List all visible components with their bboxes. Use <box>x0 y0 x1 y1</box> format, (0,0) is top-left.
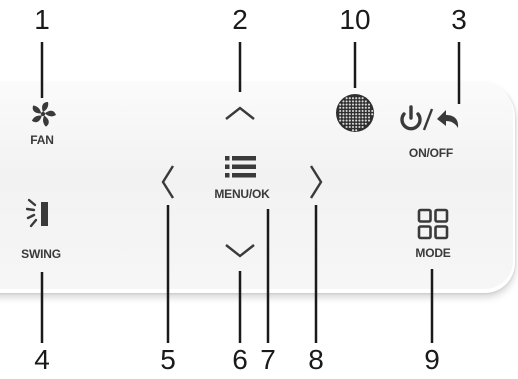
menu-icon <box>225 156 256 178</box>
power-button[interactable]: ON/OFF <box>394 104 478 166</box>
right-chevron-icon <box>309 165 323 199</box>
menu-ok-label: MENU/OK <box>214 187 270 201</box>
down-chevron-icon <box>225 244 255 258</box>
swing-icon <box>26 198 48 228</box>
callout-3: 3 <box>451 4 467 35</box>
callout-10: 10 <box>339 4 371 35</box>
menu-ok-button[interactable]: MENU/OK <box>196 152 288 208</box>
mode-icon <box>417 208 449 240</box>
callout-2: 2 <box>232 4 248 35</box>
fan-label: FAN <box>30 133 54 147</box>
remote-panel <box>0 81 513 289</box>
mode-button[interactable]: MODE <box>402 206 464 268</box>
right-button[interactable] <box>302 160 330 204</box>
power-label: ON/OFF <box>408 146 454 160</box>
fan-icon <box>31 102 56 127</box>
up-chevron-icon <box>225 106 255 120</box>
left-chevron-icon <box>161 165 175 199</box>
fan-button[interactable]: FAN <box>18 98 68 160</box>
callout-6: 6 <box>232 344 248 375</box>
swing-button[interactable]: SWING <box>10 196 72 262</box>
swing-label: SWING <box>21 247 61 261</box>
callout-4: 4 <box>34 344 50 375</box>
mode-label: MODE <box>415 246 451 260</box>
up-button[interactable] <box>218 98 262 128</box>
callout-7: 7 <box>260 344 276 375</box>
left-button[interactable] <box>154 160 182 204</box>
sensor-dots-icon <box>336 94 374 132</box>
callout-1: 1 <box>34 4 50 35</box>
power-return-icon <box>400 105 459 131</box>
down-button[interactable] <box>218 236 262 268</box>
callout-9: 9 <box>424 344 440 375</box>
callout-8: 8 <box>308 344 324 375</box>
callout-5: 5 <box>160 344 176 375</box>
